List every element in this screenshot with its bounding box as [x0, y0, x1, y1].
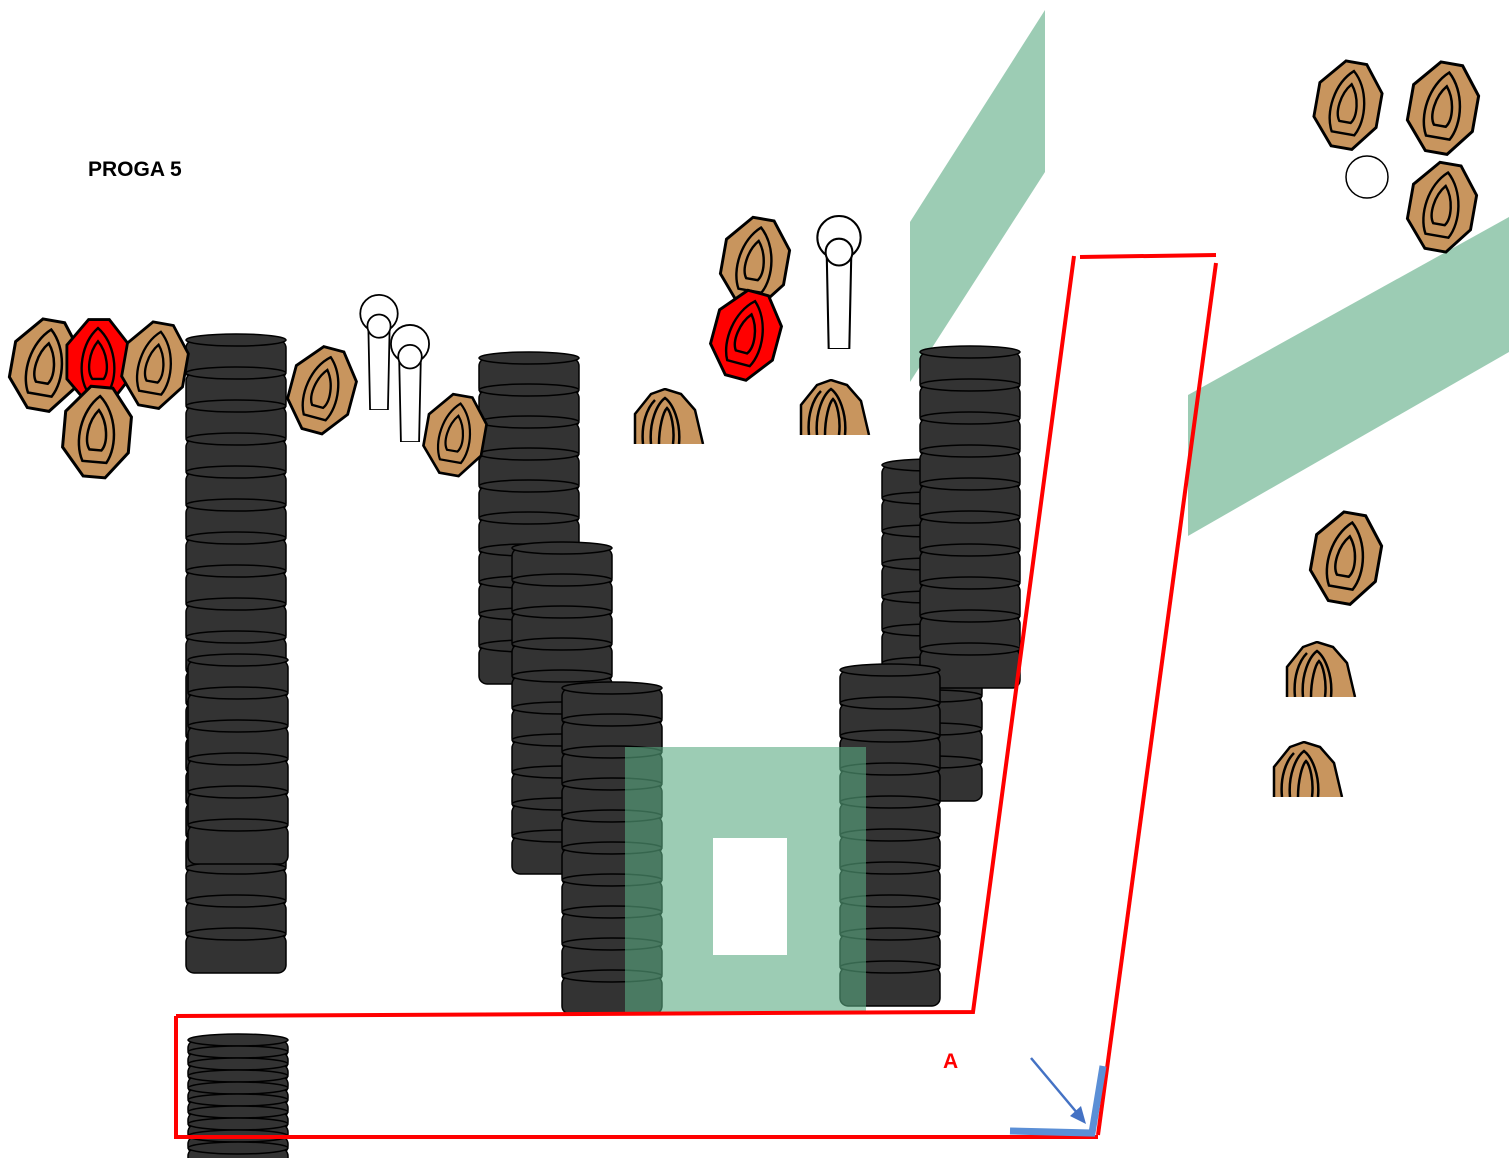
tire-top — [187, 1141, 289, 1155]
tire-top — [478, 351, 580, 365]
steel-plate-icon — [799, 379, 871, 435]
tire-top — [185, 366, 287, 380]
stage-title: PROGA 5 — [88, 158, 182, 181]
tire-top — [187, 686, 289, 700]
barrier-walls-overlay — [625, 747, 866, 1012]
tire-top — [919, 609, 1021, 623]
steel-plate-icon — [1272, 741, 1344, 797]
tire-top — [919, 510, 1021, 524]
popper-icon — [1345, 155, 1389, 199]
tire-top — [839, 663, 941, 677]
tire-top — [187, 785, 289, 799]
fault-line-bottom — [174, 1016, 1098, 1139]
tire-top — [561, 713, 663, 727]
tire-top — [187, 1081, 289, 1095]
tire-top — [561, 681, 663, 695]
tire-top — [839, 729, 941, 743]
tire-top — [511, 605, 613, 619]
tire-top — [187, 818, 289, 832]
tire-top — [185, 894, 287, 908]
popper-icon — [389, 324, 431, 442]
paper-target-icon — [1304, 506, 1388, 610]
tire-top — [919, 378, 1021, 392]
paper-target-icon — [279, 339, 365, 441]
fault-line-top — [1079, 253, 1217, 259]
paper-target-icon — [1401, 56, 1485, 160]
steel-plate-icon — [1285, 641, 1357, 697]
barrier-wall-icon — [625, 747, 866, 1012]
tire-top — [478, 447, 580, 461]
popper-icon — [816, 215, 862, 349]
tire-top — [478, 415, 580, 429]
tire-top — [187, 752, 289, 766]
tire-top — [511, 637, 613, 651]
barrier-walls — [910, 10, 1509, 536]
start-box — [1009, 1065, 1107, 1137]
tire-top — [185, 399, 287, 413]
start-position-icon — [1009, 1057, 1107, 1137]
tire-top — [185, 564, 287, 578]
start-label: A — [943, 1050, 959, 1073]
steel-plate-icon — [633, 388, 705, 444]
tire-top — [919, 642, 1021, 656]
tire-top — [919, 444, 1021, 458]
tire-top — [187, 1033, 289, 1047]
tire-top — [919, 477, 1021, 491]
paper-target-icon — [58, 382, 136, 482]
tire-stacks — [185, 333, 1021, 1158]
tire-top — [187, 1045, 289, 1059]
fault-line-right — [1096, 262, 1218, 1136]
tire-top — [187, 1069, 289, 1083]
arrow-head-icon — [1070, 1106, 1086, 1124]
tire-top — [478, 479, 580, 493]
tire-stack-icon — [187, 1033, 289, 1158]
tire-stack-icon — [187, 653, 289, 865]
paper-target-icon — [1307, 55, 1389, 155]
tire-top — [919, 543, 1021, 557]
tire-top — [187, 1093, 289, 1107]
tire-top — [185, 465, 287, 479]
tire-top — [478, 383, 580, 397]
tire-stack-icon — [919, 345, 1021, 689]
tire-top — [919, 576, 1021, 590]
tire-top — [919, 345, 1021, 359]
tire-top — [511, 541, 613, 555]
targets — [3, 55, 1485, 797]
tire-top — [185, 597, 287, 611]
barrier-wall-icon — [910, 10, 1045, 382]
tire-top — [511, 573, 613, 587]
tire-top — [185, 333, 287, 347]
tire-top — [185, 432, 287, 446]
tire-top — [187, 1105, 289, 1119]
no-shoot-target-icon — [702, 283, 790, 387]
tire-top — [187, 1117, 289, 1131]
tire-top — [187, 719, 289, 733]
tire-top — [187, 1057, 289, 1071]
tire-top — [185, 531, 287, 545]
paper-target-icon — [115, 316, 195, 414]
tire-top — [185, 927, 287, 941]
tire-top — [185, 630, 287, 644]
tire-top — [185, 498, 287, 512]
barrier-wall-icon — [1188, 217, 1509, 536]
fault-line-inner — [175, 255, 1076, 1018]
tire-top — [839, 696, 941, 710]
fault-line — [174, 253, 1218, 1139]
tire-top — [478, 511, 580, 525]
tire-top — [919, 411, 1021, 425]
tire-top — [187, 653, 289, 667]
arrow-shaft — [1030, 1057, 1079, 1115]
tire-top — [511, 669, 613, 683]
